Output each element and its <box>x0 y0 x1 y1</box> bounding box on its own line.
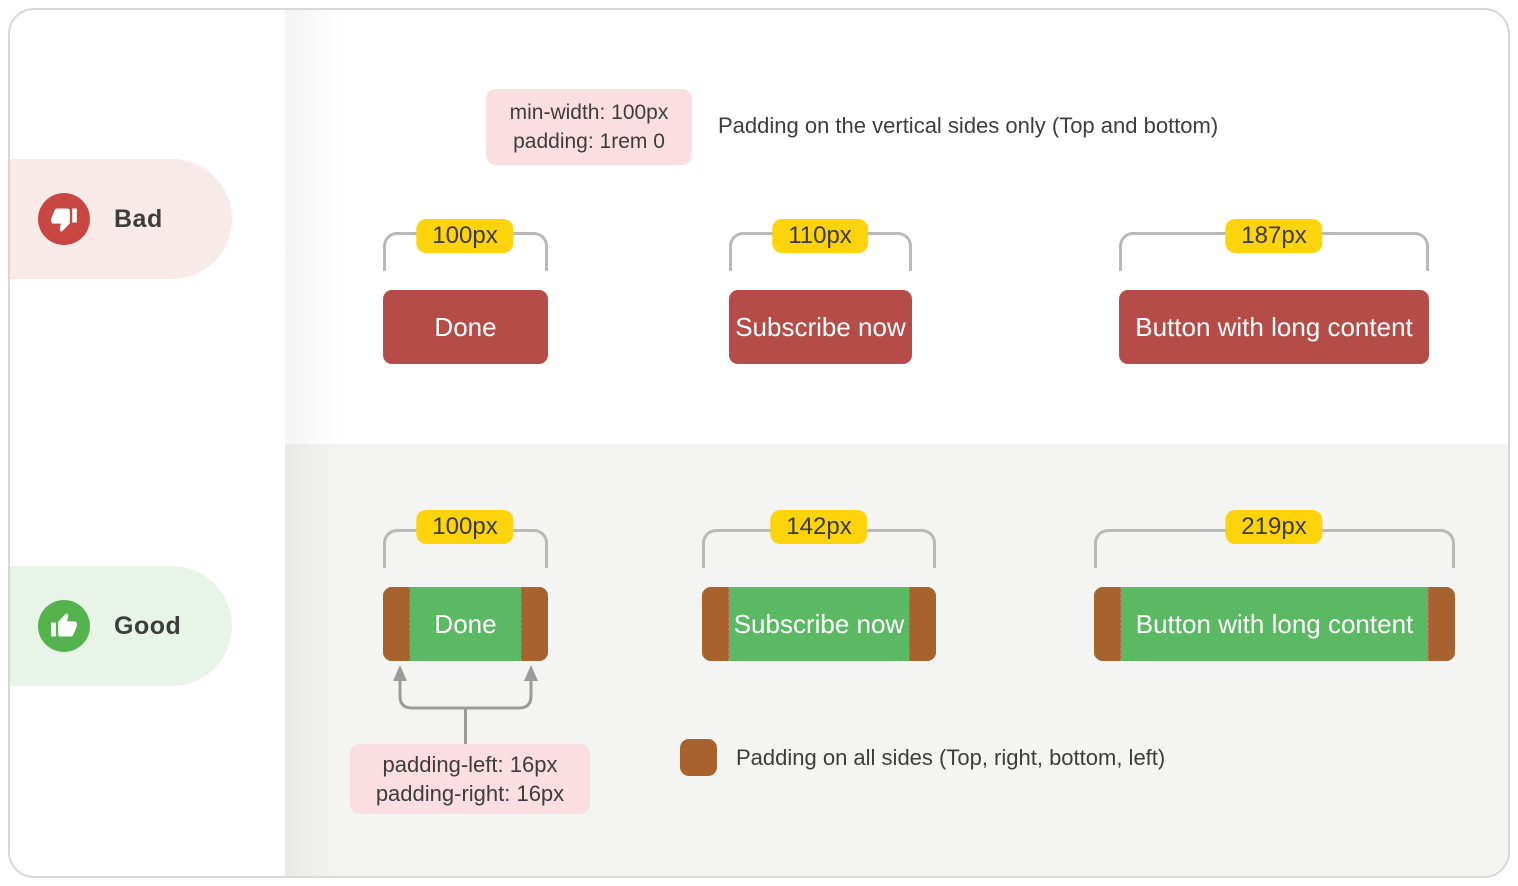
padding-strip-left <box>702 587 729 661</box>
button-label: Done <box>434 608 497 639</box>
width-tag: 187px <box>1225 219 1323 253</box>
good-badge: Good <box>10 566 232 686</box>
button-label: Subscribe now <box>733 608 905 639</box>
padding-strip-left <box>383 587 410 661</box>
button-label: Subscribe now <box>735 311 906 342</box>
padding-strip-right <box>1428 587 1455 661</box>
good-code-line-1: padding-left: 16px <box>382 752 558 777</box>
bad-code-box: min-width: 100px padding: 1rem 0 <box>486 89 692 165</box>
button-label: Button with long content <box>1135 608 1414 639</box>
good-code-line-2: padding-right: 16px <box>375 781 565 806</box>
thumbs-up-icon <box>38 600 90 652</box>
bad-caption: Padding on the vertical sides only (Top … <box>718 113 1219 138</box>
thumbs-down-icon <box>38 193 90 245</box>
padding-strip-right <box>521 587 548 661</box>
done-button-good[interactable]: Done <box>383 587 548 661</box>
subscribe-button-bad[interactable]: Subscribe now <box>729 290 912 364</box>
width-tag: 219px <box>1225 510 1323 544</box>
bad-label: Bad <box>114 204 163 233</box>
padding-pointer-arrows <box>393 665 538 747</box>
subscribe-button-good[interactable]: Subscribe now <box>702 587 936 661</box>
width-tag: 100px <box>416 510 514 544</box>
long-content-button-good[interactable]: Button with long content <box>1094 587 1455 661</box>
bad-code-line-2: padding: 1rem 0 <box>513 130 665 153</box>
bad-code-line-1: min-width: 100px <box>509 101 669 124</box>
width-tag: 100px <box>416 219 514 253</box>
width-tag: 110px <box>772 219 868 253</box>
long-content-button-bad[interactable]: Button with long content <box>1119 290 1429 364</box>
button-label: Button with long content <box>1135 311 1413 342</box>
padding-legend-swatch <box>680 739 717 776</box>
diagram-card: Bad Good min-width: 100px padding: 1rem … <box>8 8 1510 878</box>
done-button-bad[interactable]: Done <box>383 290 548 364</box>
good-code-box: padding-left: 16px padding-right: 16px <box>350 744 590 814</box>
padding-legend-text: Padding on all sides (Top, right, bottom… <box>736 744 1166 770</box>
bad-badge: Bad <box>10 159 232 279</box>
padding-strip-left <box>1094 587 1121 661</box>
width-tag: 142px <box>770 510 868 544</box>
good-label: Good <box>114 611 182 640</box>
button-label: Done <box>434 311 497 342</box>
padding-strip-right <box>909 587 936 661</box>
